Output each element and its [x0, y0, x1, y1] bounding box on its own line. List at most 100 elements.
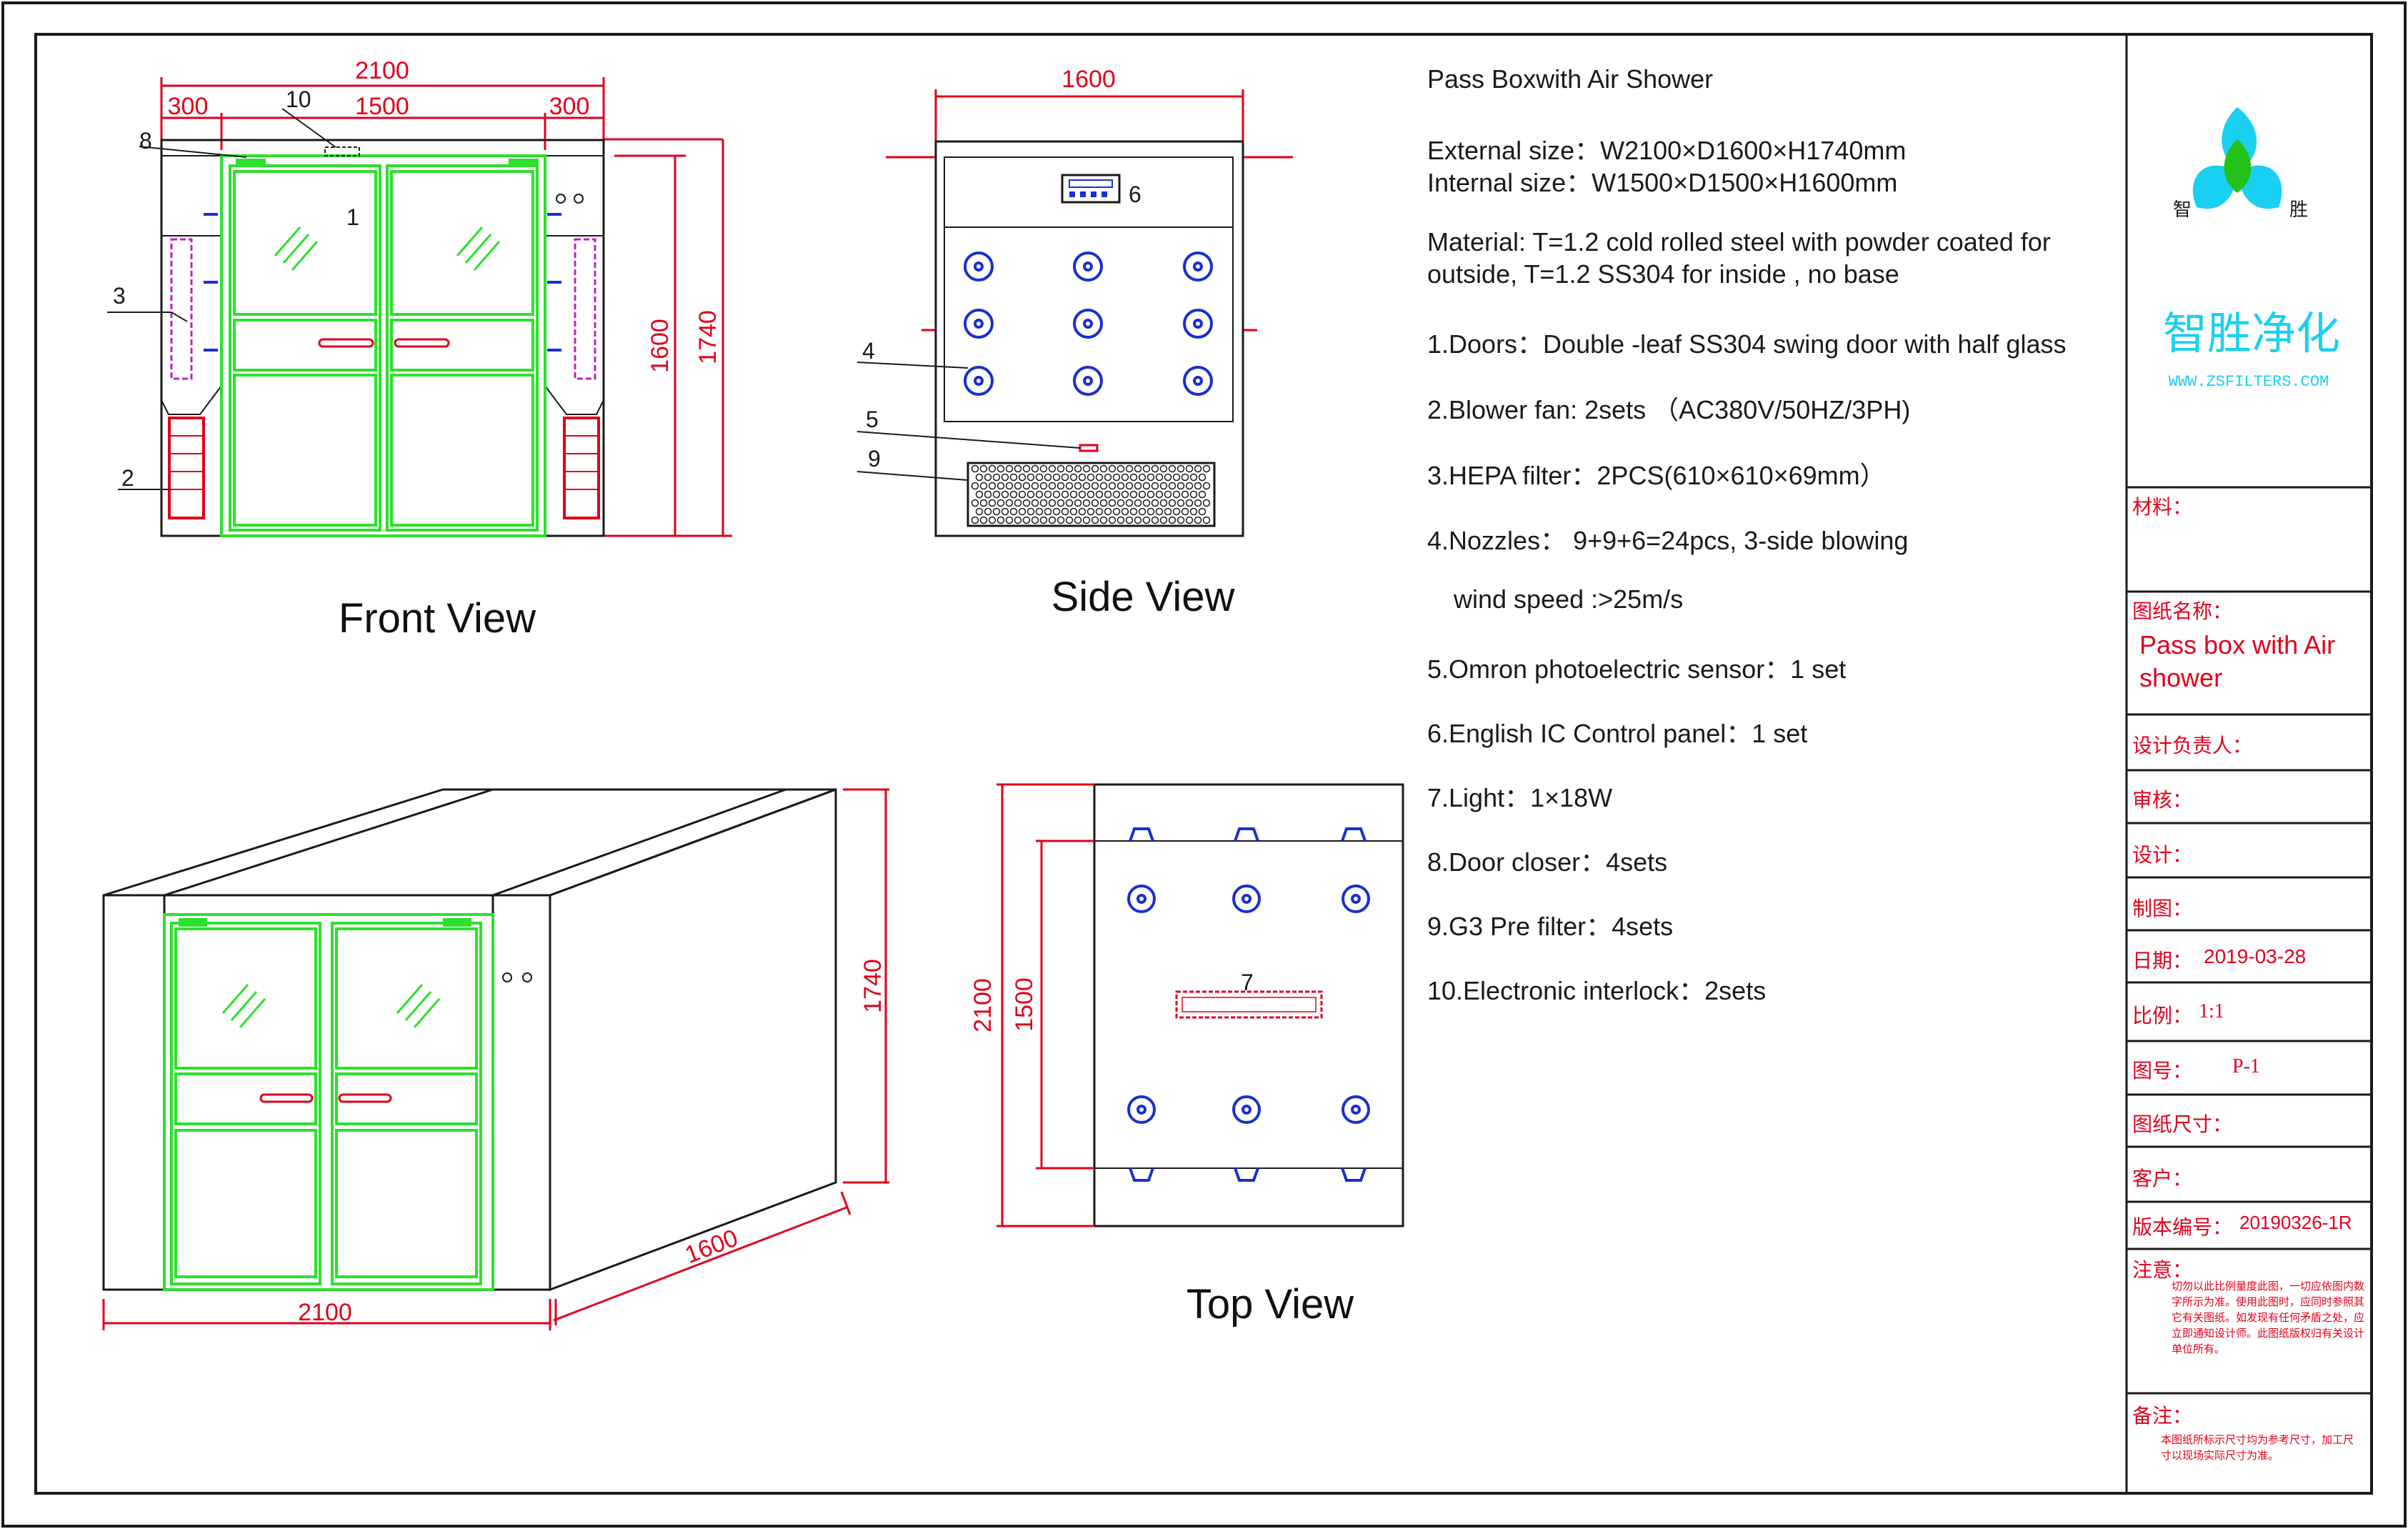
grille-hole — [1138, 473, 1146, 482]
grille-hole — [1048, 516, 1056, 524]
grille-hole — [1001, 473, 1009, 482]
grille-hole — [1001, 507, 1009, 516]
grille-hole — [1116, 516, 1125, 524]
grille-hole — [996, 482, 1005, 490]
grille-hole — [1142, 464, 1151, 473]
grille-hole — [1134, 464, 1142, 473]
grille-hole — [1009, 507, 1018, 516]
grille-hole — [996, 516, 1005, 524]
grille-hole — [1202, 464, 1211, 473]
grille-hole — [1091, 499, 1099, 507]
grille-hole — [984, 490, 992, 499]
grille-hole — [1159, 516, 1168, 524]
spec-item-3: 3.HEPA filter：2PCS(610×610×69mm） — [1427, 461, 1886, 490]
grille-hole — [1031, 499, 1039, 507]
grille-hole — [1005, 482, 1014, 490]
grille-hole — [1142, 516, 1151, 524]
grille-hole — [1018, 490, 1026, 499]
grille-hole — [1142, 482, 1151, 490]
grille-hole — [1086, 473, 1095, 482]
grille-hole — [1185, 482, 1194, 490]
grille-hole — [1189, 507, 1198, 516]
grille-hole — [1198, 473, 1207, 482]
grille-hole — [1099, 516, 1108, 524]
grille-hole — [1065, 464, 1074, 473]
grille-hole — [1112, 473, 1121, 482]
grille-hole — [1189, 490, 1198, 499]
grille-hole — [1134, 482, 1142, 490]
grille-hole — [1082, 499, 1091, 507]
grille-hole — [1125, 464, 1134, 473]
grille-hole — [1194, 499, 1202, 507]
grille-hole — [979, 464, 988, 473]
date-value: 2019-03-28 — [2204, 945, 2307, 967]
grille-hole — [1198, 507, 1207, 516]
spec-item-9: 9.G3 Pre filter：4sets — [1427, 912, 1674, 941]
grille-hole — [979, 482, 988, 490]
grille-hole — [1031, 516, 1039, 524]
grille-hole — [1086, 507, 1095, 516]
grille-hole — [988, 482, 996, 490]
front-view — [107, 77, 732, 537]
front-dim-center: 1500 — [355, 93, 409, 120]
grille-hole — [1146, 473, 1155, 482]
spec-item-4b: wind speed :>25m/s — [1454, 584, 1684, 614]
logo-char-left: 智 — [2173, 199, 2192, 221]
grille-hole — [971, 464, 979, 473]
callout-2: 2 — [121, 465, 134, 491]
grille-hole — [1194, 464, 1202, 473]
grille-hole — [1056, 482, 1065, 490]
grille-hole — [1035, 490, 1044, 499]
callout-8: 8 — [139, 128, 152, 154]
grille-hole — [1039, 482, 1048, 490]
grille-hole — [1022, 464, 1031, 473]
drawing-no-value: P-1 — [2232, 1055, 2260, 1077]
top-dim-inner: 1500 — [1011, 977, 1038, 1032]
grille-hole — [1022, 516, 1031, 524]
grille-hole — [1069, 507, 1078, 516]
grille-hole — [1202, 482, 1211, 490]
grille-hole — [1185, 499, 1194, 507]
spec-material-1: Material: T=1.2 cold rolled steel with p… — [1427, 227, 2051, 257]
callout-7: 7 — [1241, 970, 1254, 995]
grille-hole — [1176, 482, 1185, 490]
grille-hole — [996, 499, 1005, 507]
grille-hole — [1189, 473, 1198, 482]
grille-hole — [1022, 482, 1031, 490]
side-dim-depth: 1600 — [1061, 66, 1116, 93]
front-dim-right: 300 — [549, 93, 590, 120]
drawing-name-line-1: Pass box with Air — [2139, 630, 2336, 659]
grille-hole — [1048, 482, 1056, 490]
grille-hole — [1035, 507, 1044, 516]
spec-item-5: 5.Omron photoelectric sensor：1 set — [1427, 654, 1847, 684]
grille-hole — [1125, 499, 1134, 507]
spec-item-10: 10.Electronic interlock：2sets — [1427, 976, 1767, 1005]
top-view — [996, 783, 1404, 1227]
grille-hole — [1181, 490, 1189, 499]
grille-hole — [1026, 473, 1035, 482]
iso-view — [102, 787, 889, 1330]
spec-item-6: 6.English IC Control panel：1 set — [1427, 719, 1808, 748]
grille-hole — [992, 490, 1001, 499]
spec-material-2: outside, T=1.2 SS304 for inside , no bas… — [1427, 259, 1899, 289]
front-dim-total: 2100 — [355, 57, 409, 84]
grille-hole — [988, 464, 996, 473]
grille-hole — [1009, 490, 1018, 499]
grille-hole — [1172, 490, 1181, 499]
scale-label: 比例： — [2132, 1005, 2193, 1027]
grille-hole — [1185, 516, 1194, 524]
grille-hole — [1176, 464, 1185, 473]
grille-hole — [1164, 507, 1172, 516]
inner-border — [34, 33, 2373, 1495]
callout-9: 9 — [868, 446, 881, 472]
grille-hole — [1138, 490, 1146, 499]
scale-value: 1:1 — [2199, 1000, 2224, 1022]
grille-hole — [1082, 464, 1091, 473]
grille-hole — [1018, 473, 1026, 482]
grille-hole — [1108, 482, 1116, 490]
front-dim-outer-height: 1740 — [694, 310, 721, 364]
grille-hole — [1061, 473, 1069, 482]
grille-hole — [1039, 516, 1048, 524]
grille-hole — [1014, 516, 1022, 524]
